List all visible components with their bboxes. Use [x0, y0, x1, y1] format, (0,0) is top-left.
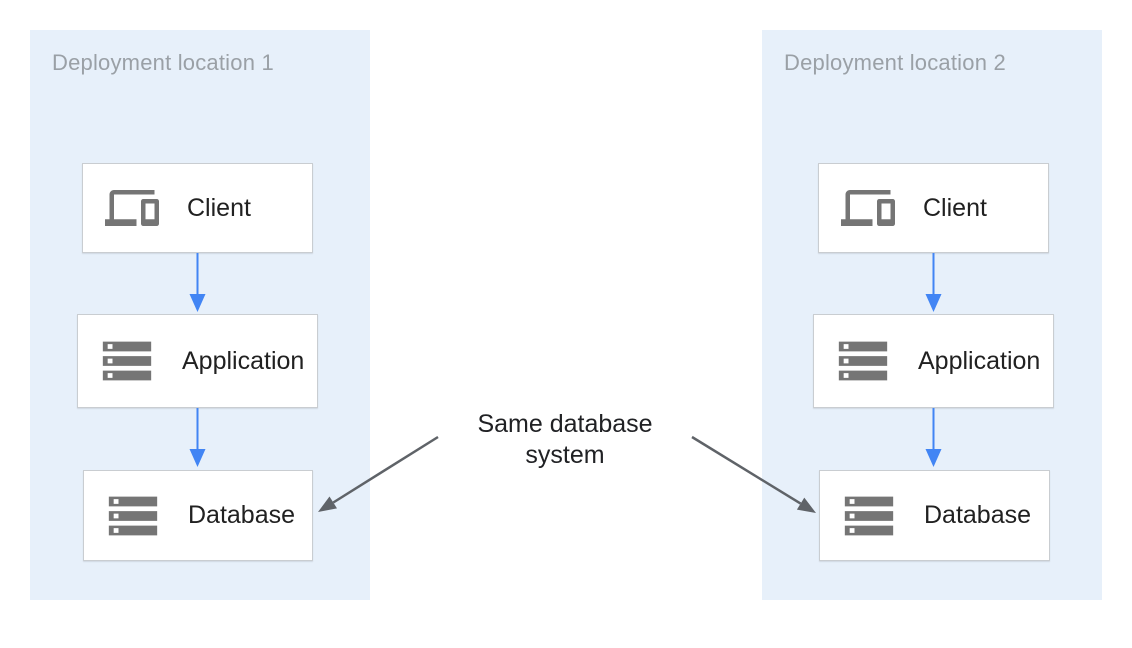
devices-icon-glyph	[841, 190, 895, 226]
storage-icon-glyph	[102, 341, 152, 381]
annotation-line-2: system	[525, 441, 605, 469]
same-database-annotation: Same database system	[445, 409, 685, 471]
annotation-line-1: Same database	[477, 410, 653, 438]
node-label: Client	[923, 193, 987, 222]
storage-icon-glyph	[108, 496, 158, 535]
node-label: Application	[918, 346, 1041, 375]
storage-icon	[104, 487, 162, 545]
node-application: Application	[813, 314, 1054, 408]
node-label: Client	[187, 193, 251, 222]
storage-icon	[840, 487, 898, 545]
devices-icon-glyph	[105, 190, 159, 226]
node-label: Database	[188, 501, 296, 529]
devices-icon	[839, 181, 897, 235]
storage-icon-glyph	[838, 341, 888, 381]
storage-icon	[834, 332, 892, 390]
devices-icon	[103, 181, 161, 235]
node-client: Client	[82, 163, 313, 253]
deployment-location-1-panel: Deployment location 1 Client Application	[30, 30, 370, 600]
node-label: Database	[924, 501, 1032, 529]
panel-title: Deployment location 1	[52, 50, 274, 75]
storage-icon	[98, 332, 156, 390]
deployment-location-2-panel: Deployment location 2 Client Application	[762, 30, 1102, 600]
node-application: Application	[77, 314, 318, 408]
node-client: Client	[818, 163, 1049, 253]
node-label: Application	[182, 346, 305, 375]
node-database: Database	[83, 470, 313, 561]
node-database: Database	[819, 470, 1050, 561]
storage-icon-glyph	[844, 496, 894, 535]
panel-title: Deployment location 2	[784, 50, 1006, 75]
